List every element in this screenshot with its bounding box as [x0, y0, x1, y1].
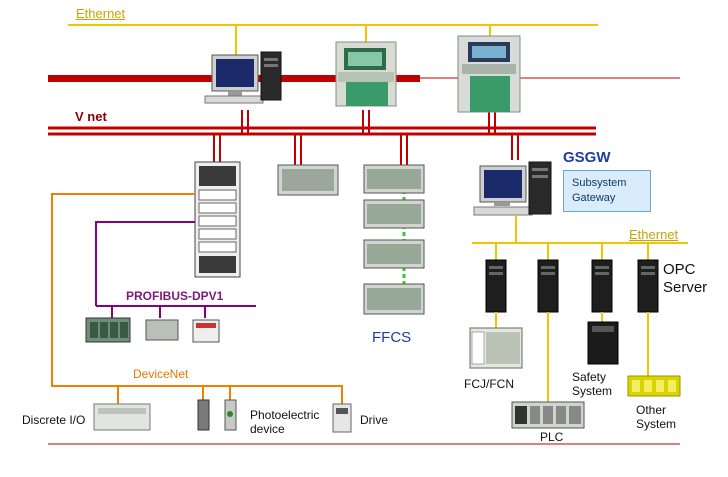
io-rack-icon: [277, 164, 339, 196]
tower-server-icon: [537, 259, 559, 313]
gateway-line-1: Subsystem: [572, 177, 627, 189]
vnet-label: V net: [75, 109, 107, 124]
safety-system-label: Safety System: [572, 370, 612, 399]
tower-server-icon: [637, 259, 659, 313]
other-line-2: System: [636, 417, 677, 432]
opc-server-label: OPC Server: [663, 261, 707, 297]
ethernet-sub-label: Ethernet: [629, 227, 679, 242]
plc-rack-icon: [511, 401, 585, 429]
gsgw-label: GSGW: [563, 149, 611, 166]
tower-server-icon: [591, 259, 613, 313]
photo-line-2: device: [250, 422, 285, 437]
console-station-icon: [457, 35, 521, 113]
safety-line-1: Safety: [572, 370, 607, 384]
drive-label: Drive: [360, 413, 389, 427]
console-station-icon: [335, 41, 397, 107]
sub-ethernet-bus: [472, 216, 688, 260]
drive-icon: [332, 403, 352, 433]
ethernet-top-label: Ethernet: [76, 6, 126, 21]
devicenet-label: DeviceNet: [133, 367, 189, 381]
profibus-bus: [95, 221, 256, 318]
photo-line-1: Photoelectric: [250, 408, 320, 422]
other-line-1: Other: [636, 403, 667, 417]
fcj-controller-icon: [469, 327, 523, 369]
subsystem-gateway-box: Subsystem Gateway: [563, 170, 651, 212]
tower-server-icon: [485, 259, 507, 313]
desktop-pc-icon: [473, 161, 552, 216]
field-control-cabinet-icon: [194, 161, 241, 278]
devicenet-bus: [51, 193, 343, 404]
safety-line-2: System: [572, 384, 613, 399]
io-module-icon: [93, 403, 151, 431]
ffcs-label: FFCS: [372, 329, 412, 346]
photoelectric-label: Photoelectric device: [250, 408, 319, 437]
discrete-io-label: Discrete I/O: [22, 413, 86, 427]
opc-line-1: OPC: [663, 261, 696, 278]
io-module-icon: [192, 319, 220, 343]
other-system-icon: [627, 375, 681, 397]
other-system-label: Other System: [636, 403, 676, 432]
desktop-pc-icon: [204, 51, 282, 104]
opc-line-2: Server: [663, 279, 708, 296]
io-module-icon: [145, 319, 179, 341]
profibus-label: PROFIBUS-DPV1: [126, 289, 224, 303]
photoelectric-sensor-icon: [197, 399, 237, 431]
ffcs-rack-stack: [363, 164, 425, 315]
io-module-icon: [85, 317, 131, 343]
vnet-bus: [48, 110, 596, 165]
safety-controller-icon: [587, 321, 619, 365]
fcj-fcn-label: FCJ/FCN: [464, 377, 514, 391]
gateway-line-2: Gateway: [572, 191, 616, 204]
plc-label: PLC: [540, 430, 564, 444]
